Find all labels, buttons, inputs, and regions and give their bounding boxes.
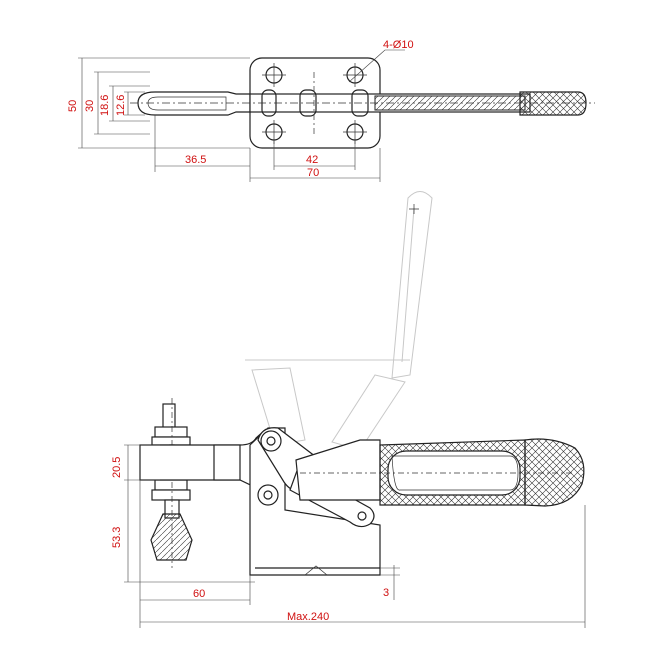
dim-height-18-6: 18.6	[99, 95, 111, 116]
dim-hole-spacing: 42	[306, 154, 318, 166]
dim-reach: 60	[193, 588, 205, 600]
dim-base-height: 53.3	[111, 527, 123, 548]
top-clamp-arm	[137, 91, 251, 116]
top-view: 4-Ø10 50 30 18.6 12.6 36.5 42 70	[67, 39, 595, 182]
dim-arm-length: 36.5	[185, 154, 206, 166]
dim-height-50: 50	[67, 100, 79, 112]
ghost-open-handle	[245, 191, 433, 451]
dim-base-thickness: 3	[383, 587, 389, 599]
hole-callout: 4-Ø10	[383, 39, 414, 51]
rubber-pad	[150, 513, 193, 561]
dim-height-30: 30	[84, 100, 96, 112]
dim-overall-length: Max.240	[287, 611, 329, 623]
top-handle-knurl	[519, 91, 587, 116]
spindle-assembly	[150, 398, 193, 568]
dim-spindle-height: 20.5	[111, 457, 123, 478]
side-handle	[295, 439, 381, 501]
dim-base-width: 70	[307, 167, 319, 179]
dim-height-12-6: 12.6	[115, 95, 127, 116]
side-view: 20.5 53.3 60 3 Max.240	[111, 191, 586, 628]
